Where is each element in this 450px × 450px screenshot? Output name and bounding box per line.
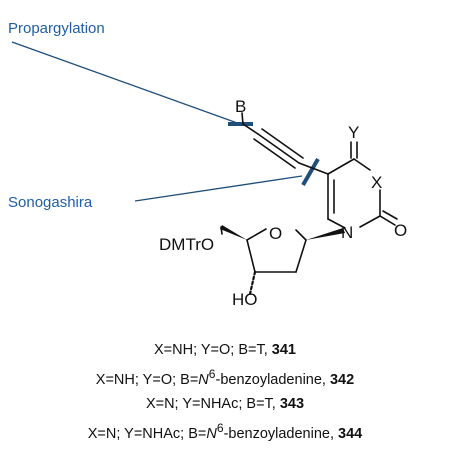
compound-number: 343 xyxy=(279,395,305,412)
atom-b-label: B xyxy=(235,97,246,116)
caption-superscript: 6 xyxy=(208,367,216,381)
wedge-c4p-c5p xyxy=(220,225,247,240)
alkyne-bond-1 xyxy=(257,133,300,164)
compound-captions: X=NH; Y=O; B=T, 341 X=NH; Y=O; B=N6-benz… xyxy=(0,338,450,446)
atom-n1-label: N xyxy=(341,223,353,242)
alkyne-bond-2 xyxy=(261,128,304,159)
caption-text: X=N; Y=NHAc; B=T, xyxy=(145,395,280,412)
atom-x-label: X xyxy=(371,173,382,192)
compound-number: 342 xyxy=(329,371,355,388)
bond-n1-c6 xyxy=(327,218,346,229)
bond-c1-c2p xyxy=(295,239,307,273)
atom-ho-label: HO xyxy=(232,290,258,309)
compound-number: 344 xyxy=(338,425,363,442)
wedge-c1-n1 xyxy=(306,228,345,240)
atom-dmtro-label: DMTrO xyxy=(159,235,214,254)
atom-y-label: Y xyxy=(348,123,359,142)
propargylation-label: Propargylation xyxy=(8,20,105,37)
bond-c3p-c4p xyxy=(246,239,256,273)
caption-text-post: -benzoyladenine, xyxy=(215,371,330,388)
hash-c3p-oh xyxy=(248,270,257,296)
bond-c2-n1 xyxy=(359,215,381,228)
caption-line: X=NH; Y=O; B=T, 341 xyxy=(0,338,450,362)
caption-line: X=NH; Y=O; B=N6-benzoyladenine, 342 xyxy=(0,362,450,392)
caption-superscript: 6 xyxy=(216,420,224,435)
bond-o4-c1 xyxy=(295,229,307,241)
caption-text: X=N; Y=NHAc; B= xyxy=(87,425,207,442)
bond-c2-o-2 xyxy=(382,210,398,220)
bond-c4p-o4 xyxy=(246,228,267,241)
caption-text-post: -benzoyladenine, xyxy=(223,425,339,442)
bond-ch2-c1 xyxy=(242,123,259,135)
propargylation-leader xyxy=(11,41,241,125)
sonogashira-label: Sonogashira xyxy=(8,194,93,211)
caption-italic: N xyxy=(206,425,217,442)
alkyne-bond-3 xyxy=(253,138,296,169)
bond-b-ch2 xyxy=(241,112,244,125)
bond-c5p-o5 xyxy=(220,226,223,235)
caption-italic: N xyxy=(198,371,209,388)
compound-number: 341 xyxy=(271,342,296,358)
atom-carbonyl-o-label: O xyxy=(394,221,407,240)
atom-sugar-o-label: O xyxy=(269,224,282,243)
bond-c4-x xyxy=(353,158,371,171)
caption-line: X=N; Y=NHAc; B=T, 343 xyxy=(0,392,450,416)
bond-c2-c5 xyxy=(298,162,329,175)
bond-c4-c5 xyxy=(327,158,355,175)
caption-text: X=NH; Y=O; B= xyxy=(95,371,199,388)
sonogashira-marker xyxy=(301,158,320,186)
bond-c2-o-1 xyxy=(379,215,396,226)
caption-line: X=N; Y=NHAc; B=N6-benzoyladenine, 344 xyxy=(0,416,450,446)
caption-text: X=NH; Y=O; B=T, xyxy=(153,342,272,358)
sonogashira-leader xyxy=(134,175,303,202)
